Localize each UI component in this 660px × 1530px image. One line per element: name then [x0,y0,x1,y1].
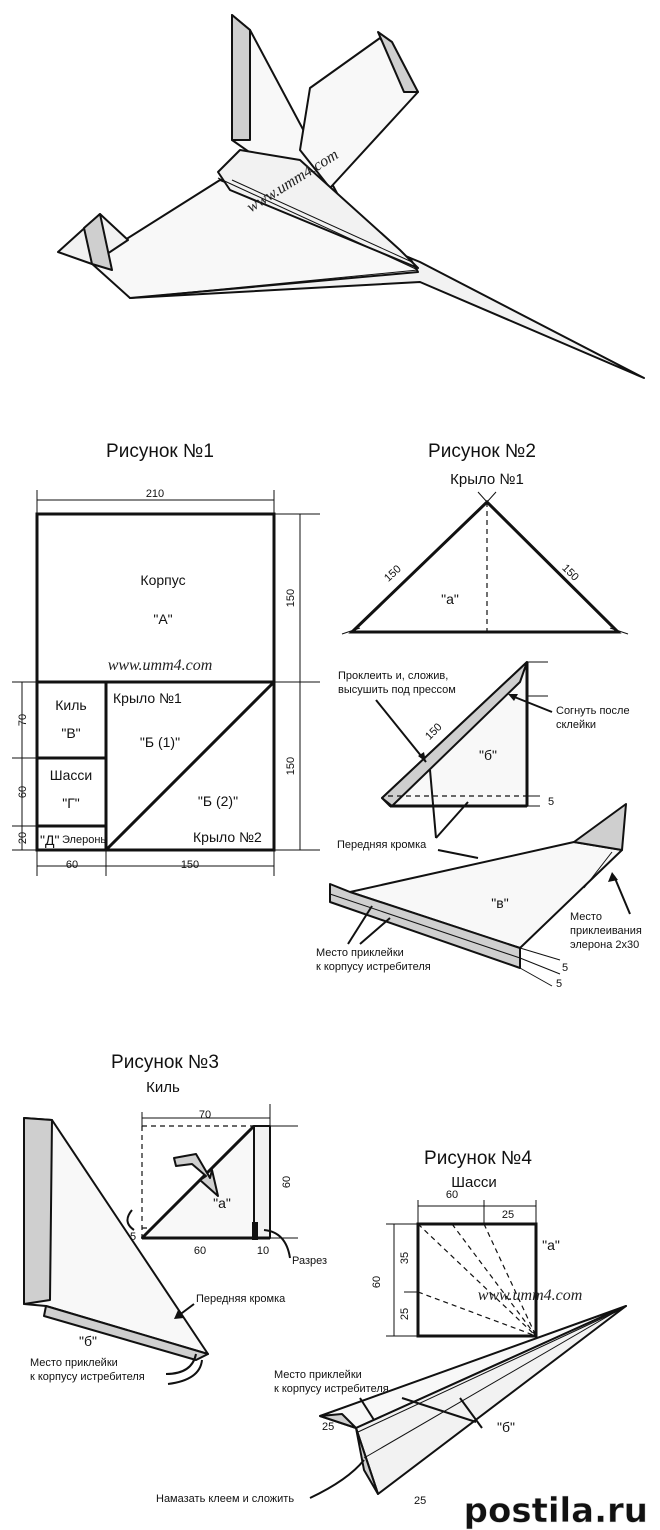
fig1-g: "Г" [62,795,80,811]
fig2-aileron-2: приклеивания [570,925,642,937]
fig1-dim-210: 210 [146,488,164,500]
fig1-title: Рисунок №1 [106,441,214,462]
fig2-leading-edge: Передняя кромка [337,839,427,851]
fig2-a: "а" [441,591,459,607]
fig3-attach-2: к корпусу истребителя [30,1371,145,1383]
fig4-dim-60l: 60 [371,1276,383,1288]
fig4-attach-1: Место приклейки [274,1369,362,1381]
fig3-dim-5: 5 [130,1231,136,1243]
fig3-attach-1: Место приклейки [30,1357,118,1369]
fig1-v: "В" [61,725,80,741]
fig1-krylo2: Крыло №2 [193,829,262,845]
fig3-subtitle: Киль [146,1079,180,1096]
fig2-fold-note-1: Согнуть после [556,705,630,717]
fig1-korpus: Корпус [140,572,185,588]
fig2-glue-note-1: Проклеить и, сложив, [338,670,448,682]
figure-1: Рисунок №1 210 150 150 70 60 20 60 150 [12,441,320,876]
fig1-d: "Д" [40,832,59,848]
fig1-dim-150-bottom: 150 [285,757,297,775]
fig4-a: "а" [542,1237,560,1253]
fig2-subtitle: Крыло №1 [450,471,524,488]
fig2-fold-note-2: склейки [556,719,596,731]
assembled-jet-illustration: www.umm4.com [57,14,645,379]
fig1-dim-60: 60 [17,786,29,798]
site-logo-text: postila.ru [464,1491,648,1530]
fig3-dim-60r: 60 [281,1176,293,1188]
fig1-b2: "Б (2)" [198,793,238,809]
figure-2: Рисунок №2 Крыло №1 150 150 "а" 5 150 "б… [316,441,642,990]
fig4-watermark: www.umm4.com [478,1287,583,1304]
fig4-dim-25t: 25 [502,1209,514,1221]
fig2-b: "б" [479,747,497,763]
fig2-glue-note-2: высушить под прессом [338,684,456,696]
fig3-leading-edge: Передняя кромка [196,1293,286,1305]
fig4-dim-25b: 25 [414,1495,426,1507]
fig1-krylo1: Крыло №1 [113,690,182,706]
fig2-dim-150: 150 [423,721,444,742]
fig2-attach-1: Место приклейки [316,947,404,959]
fig1-shassi: Шасси [50,767,92,783]
fig2-aileron-1: Место [570,911,602,923]
fig3-b: "б" [79,1333,97,1349]
fig2-aileron-3: элерона 2х30 [570,939,639,951]
fig2-title: Рисунок №2 [428,441,536,462]
fig1-kil: Киль [55,697,86,713]
fig1-dim-60-bottom: 60 [66,859,78,871]
fig4-dim-25l: 25 [399,1308,411,1320]
fig4-subtitle: Шасси [451,1174,496,1191]
fig1-dim-150-bottom-h: 150 [181,859,199,871]
fig3-dim-70: 70 [199,1109,211,1121]
fig2-attach-2: к корпусу истребителя [316,961,431,973]
fig1-dim-70: 70 [17,714,29,726]
fig3-title: Рисунок №3 [111,1052,219,1073]
fig2-v: "в" [491,895,508,911]
fig4-b: "б" [497,1419,515,1435]
fig1-dim-150-top: 150 [285,589,297,607]
fig2-dim-5a: 5 [562,962,568,974]
fig2-dim-5: 5 [548,796,554,808]
fig4-title: Рисунок №4 [424,1148,532,1169]
fig3-dim-60: 60 [194,1245,206,1257]
fig4-glue-fold: Намазать клеем и сложить [156,1493,294,1505]
fig2-dim-5b: 5 [556,978,562,990]
fig4-dim-60t: 60 [446,1189,458,1201]
figure-4: Рисунок №4 Шасси 60 25 60 35 25 "а" www.… [156,1148,627,1507]
fig2-side-right: 150 [559,562,580,583]
fig3-dim-10: 10 [257,1245,269,1257]
fig1-b1: "Б (1)" [140,734,180,750]
fig4-dim-35: 35 [399,1252,411,1264]
fig1-watermark: www.umm4.com [108,657,213,674]
site-logo: postila.ru [463,1491,648,1530]
fig3-cut: Разрез [292,1255,327,1267]
fig2-side-left: 150 [382,563,404,584]
fig4-attach-2: к корпусу истребителя [274,1383,389,1395]
fig3-a: "а" [213,1195,231,1211]
figure-3: Рисунок №3 Киль Передняя кромка "б" Мест… [23,1052,327,1385]
fig1-dim-20: 20 [17,832,29,844]
fig1-elerony: Элероны [62,834,108,846]
fig4-dim-25a: 25 [322,1421,334,1433]
fig1-a: "А" [153,611,172,627]
